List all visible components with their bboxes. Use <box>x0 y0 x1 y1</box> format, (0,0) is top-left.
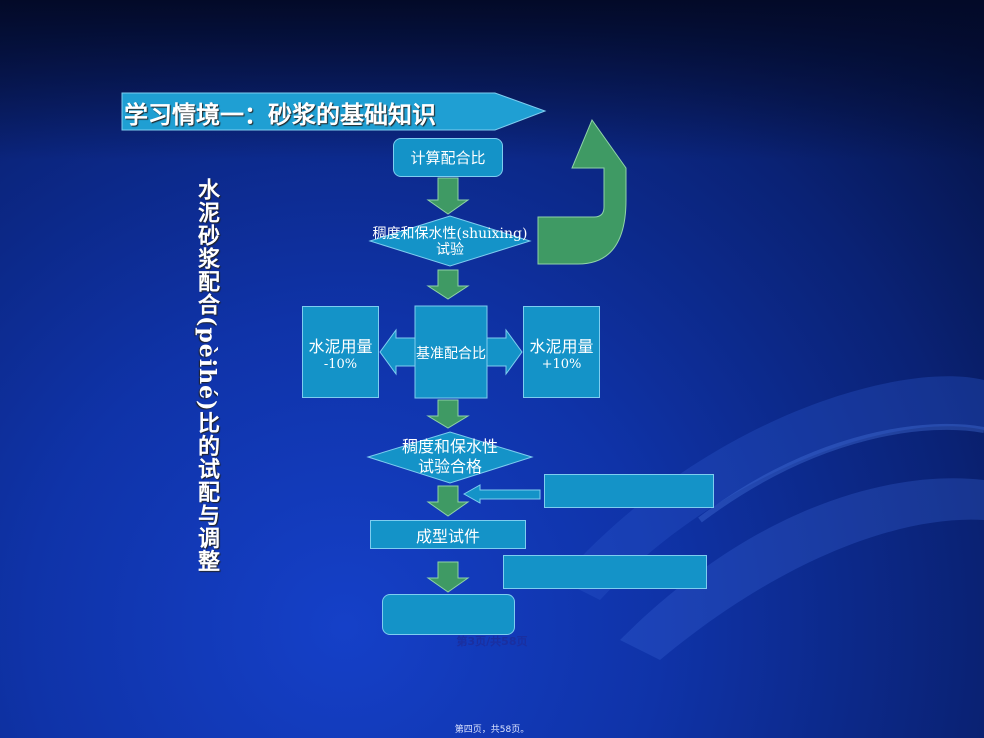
pass-test-line2: 试验合格 <box>417 457 482 476</box>
side-box-2 <box>503 555 707 589</box>
consistency-test-diamond <box>368 215 532 267</box>
cement-minus-line1: 水泥用量 <box>308 336 373 356</box>
final-box <box>382 594 515 635</box>
calc-ratio-box: 计算配合比 <box>393 138 503 177</box>
consistency-test-line1: 稠度和保水性(shuixing) <box>372 226 528 242</box>
consistency-test-line2: 试验 <box>436 242 464 258</box>
page-footer: 第四页，共58页。 <box>454 725 530 735</box>
left-double-arrow <box>379 328 416 376</box>
right-double-arrow <box>486 328 523 376</box>
pass-test-label: 稠度和保水性 试验合格 <box>385 437 515 477</box>
down-arrow-1 <box>426 177 470 215</box>
loop-back-arrow <box>537 118 627 265</box>
make-specimen-box: 成型试件 <box>370 520 526 549</box>
pass-test-diamond <box>366 431 534 484</box>
vertical-title: 水泥砂浆配合(pèihé)比的试配与调整 <box>194 178 220 573</box>
cement-plus-box: 水泥用量 +10% <box>523 306 600 398</box>
cement-plus-line1: 水泥用量 <box>529 336 594 356</box>
down-arrow-4 <box>426 485 470 517</box>
cement-plus-line2: +10% <box>541 356 582 372</box>
down-arrow-2 <box>426 269 470 300</box>
consistency-test-label: 稠度和保水性(shuixing) 试验 <box>340 226 560 258</box>
slide-title: 学习情境一：砂浆的基础知识 <box>124 100 436 129</box>
down-arrow-5 <box>426 561 470 593</box>
left-arrow <box>462 484 541 504</box>
calc-ratio-label: 计算配合比 <box>410 149 486 167</box>
ghost-page-number: 第3页/共58页 <box>456 635 528 648</box>
cement-minus-box: 水泥用量 -10% <box>302 306 379 398</box>
baseline-ratio-label: 基准配合比 <box>416 346 486 362</box>
pass-test-line1: 稠度和保水性 <box>401 437 498 456</box>
make-specimen-label: 成型试件 <box>415 526 480 546</box>
side-box-1 <box>544 474 714 508</box>
cement-minus-line2: -10% <box>323 356 358 372</box>
down-arrow-3 <box>426 399 470 429</box>
